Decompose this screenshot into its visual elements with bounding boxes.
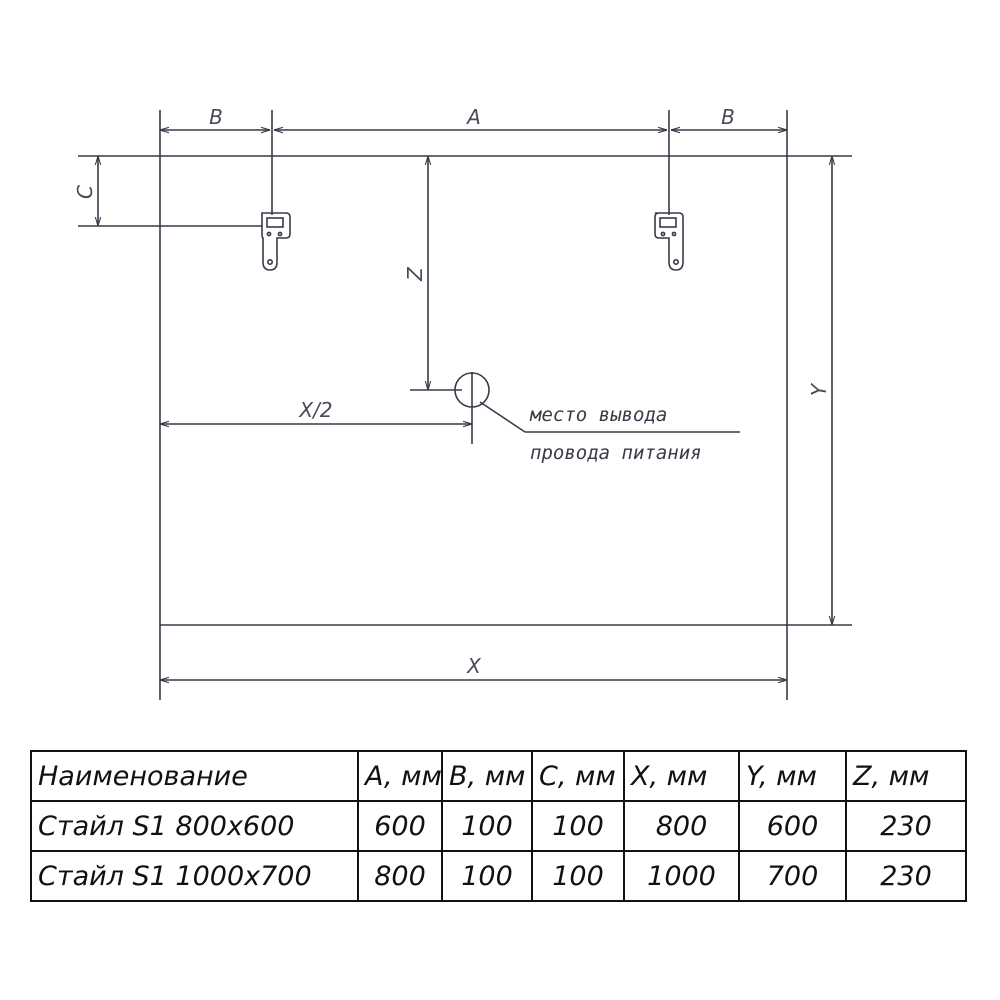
table-row: Стайл S1 800x600 600 100 100 800 600 230 xyxy=(30,800,967,852)
header-a: A, мм xyxy=(357,750,443,802)
header-x: X, мм xyxy=(623,750,740,802)
dimension-z xyxy=(410,156,462,391)
header-name: Наименование xyxy=(30,750,359,802)
bracket-right-icon xyxy=(654,212,684,271)
dimension-c xyxy=(78,155,262,227)
header-y: Y, мм xyxy=(738,750,847,802)
label-y: Y xyxy=(807,382,831,396)
cell-b: 100 xyxy=(441,800,533,852)
note-line-2: провода питания xyxy=(530,442,702,464)
header-b: B, мм xyxy=(441,750,533,802)
cell-name: Стайл S1 800x600 xyxy=(30,800,359,852)
cell-c: 100 xyxy=(531,800,625,852)
dimension-x-half xyxy=(160,372,473,444)
dimensions-table: Наименование A, мм B, мм C, мм X, мм Y, … xyxy=(30,750,967,902)
dimension-top xyxy=(160,110,787,215)
table-header-row: Наименование A, мм B, мм C, мм X, мм Y, … xyxy=(30,750,967,802)
label-c: C xyxy=(73,185,97,199)
table-row: Стайл S1 1000x700 800 100 100 1000 700 2… xyxy=(30,850,967,902)
label-x-half: X/2 xyxy=(298,398,332,422)
label-b-left: B xyxy=(209,105,223,129)
cell-y: 600 xyxy=(738,800,847,852)
note-line-1: место вывода xyxy=(529,404,667,426)
cell-b: 100 xyxy=(441,850,533,902)
label-x: X xyxy=(466,654,482,678)
cell-name: Стайл S1 1000x700 xyxy=(30,850,359,902)
label-a: A xyxy=(465,105,481,129)
wire-outlet xyxy=(454,372,740,433)
cell-a: 800 xyxy=(357,850,443,902)
label-z: Z xyxy=(403,266,427,282)
cell-z: 230 xyxy=(845,800,967,852)
cell-x: 1000 xyxy=(623,850,740,902)
cell-y: 700 xyxy=(738,850,847,902)
bracket-left-icon xyxy=(261,212,291,271)
cell-z: 230 xyxy=(845,850,967,902)
header-z: Z, мм xyxy=(845,750,967,802)
label-b-right: B xyxy=(721,105,735,129)
cell-a: 600 xyxy=(357,800,443,852)
header-c: C, мм xyxy=(531,750,625,802)
mirror-outline xyxy=(159,110,852,700)
cell-x: 800 xyxy=(623,800,740,852)
cell-c: 100 xyxy=(531,850,625,902)
